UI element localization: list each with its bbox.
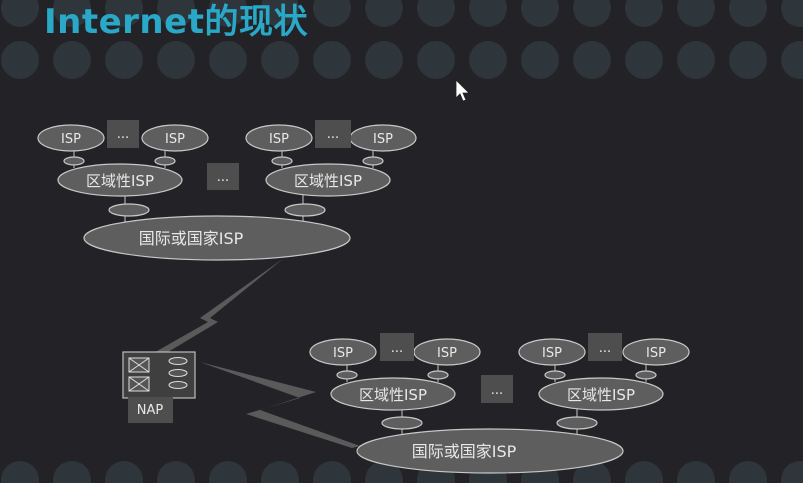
regional-isp-oval xyxy=(57,163,183,197)
regional-isp-oval xyxy=(265,163,391,197)
regional-isp-label: 区域性ISP xyxy=(294,172,362,190)
ellipsis-box xyxy=(315,120,351,148)
isp-label: ISP xyxy=(373,132,393,147)
isp-label: ISP xyxy=(542,346,562,361)
ellipsis-box xyxy=(380,333,414,361)
ellipsis-box xyxy=(107,120,139,148)
isp-label: ISP xyxy=(333,346,353,361)
isp-oval xyxy=(622,338,690,366)
nap-device: NAP xyxy=(122,351,196,423)
regional-isp-oval xyxy=(538,377,664,411)
isp-label: ISP xyxy=(61,132,81,147)
link-bolt-top xyxy=(150,258,284,358)
isp-label: ISP xyxy=(165,132,185,147)
connector-node xyxy=(63,156,85,166)
ellipsis-label: ... xyxy=(327,127,339,142)
national-isp-oval xyxy=(356,428,624,474)
national-isp-label: 国际或国家ISP xyxy=(412,442,517,461)
nap-label: NAP xyxy=(137,403,164,418)
isp-label: ISP xyxy=(437,346,457,361)
ellipsis-box xyxy=(207,163,239,190)
isp-label: ISP xyxy=(269,132,289,147)
ellipsis-box xyxy=(588,333,622,361)
regional-isp-label: 区域性ISP xyxy=(359,386,427,404)
isp-oval xyxy=(245,124,313,152)
connector-node xyxy=(284,203,326,217)
connector-node xyxy=(271,156,293,166)
connector-node xyxy=(635,370,657,380)
national-isp-label: 国际或国家ISP xyxy=(139,229,244,248)
connector-node xyxy=(556,416,598,430)
page-title: Internet的现状 xyxy=(44,2,308,42)
bottom-cluster: ISP ISP ISP ISP ... ... ... 区域性ISP 区域性IS… xyxy=(309,333,690,474)
isp-oval xyxy=(141,124,209,152)
connector-node xyxy=(427,370,449,380)
regional-isp-oval xyxy=(330,377,456,411)
ellipsis-label: ... xyxy=(491,383,503,398)
ellipsis-label: ... xyxy=(599,341,611,356)
ellipsis-label: ... xyxy=(117,127,129,142)
isp-oval xyxy=(518,338,586,366)
isp-oval xyxy=(309,338,377,366)
isp-label: ISP xyxy=(646,346,666,361)
ellipsis-box xyxy=(481,375,513,403)
nap-label-box xyxy=(128,397,173,423)
top-cluster: ISP ISP ISP ISP ... ... ... 区域性ISP 区域性IS… xyxy=(37,120,417,261)
regional-isp-label: 区域性ISP xyxy=(86,172,154,190)
connector-node xyxy=(362,156,384,166)
link-bolt-bottom xyxy=(200,362,360,448)
connector-node xyxy=(154,156,176,166)
connector-node xyxy=(336,370,358,380)
ellipsis-label: ... xyxy=(391,341,403,356)
connector-node xyxy=(381,416,423,430)
national-isp-oval xyxy=(83,215,351,261)
mouse-cursor-icon xyxy=(455,79,470,102)
isp-oval xyxy=(37,124,105,152)
connector-node xyxy=(108,203,150,217)
connector-node xyxy=(544,370,566,380)
ellipsis-label: ... xyxy=(217,170,229,185)
regional-isp-label: 区域性ISP xyxy=(567,386,635,404)
